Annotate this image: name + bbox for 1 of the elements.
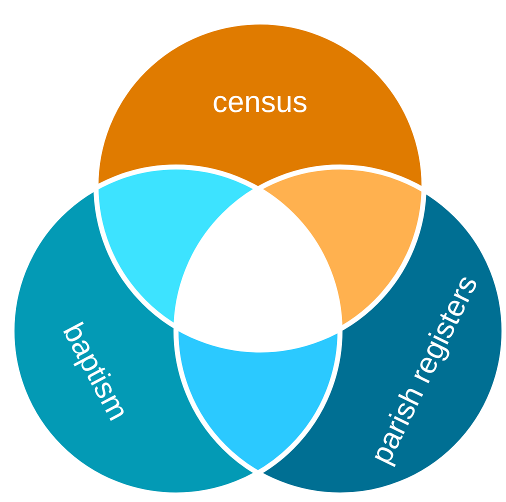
circle-label: census xyxy=(212,86,308,120)
